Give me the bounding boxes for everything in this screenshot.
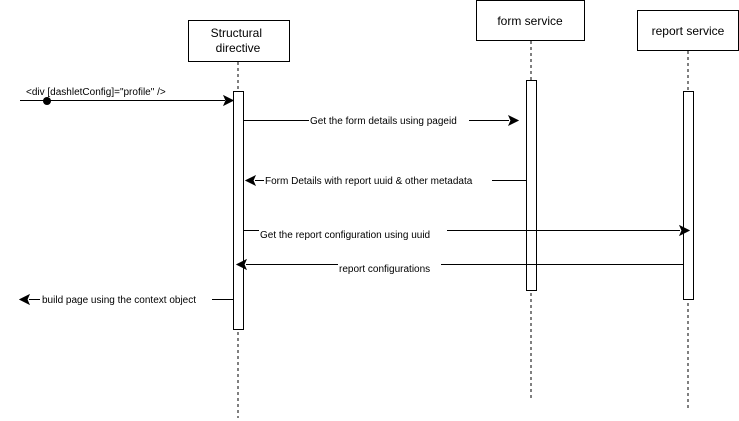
found-message-dot (43, 97, 51, 105)
arrow-head (18, 293, 31, 306)
message-label-background (309, 114, 469, 126)
message-label-background (338, 262, 441, 274)
activation-bar-form-service (526, 80, 537, 291)
arrow-head (244, 174, 257, 187)
message-label: <div [dashletConfig]="profile" /> (26, 87, 166, 98)
message-label: Form Details with report uuid & other me… (265, 176, 473, 187)
activation-bar-report-service (683, 91, 694, 300)
participant-box (476, 0, 585, 41)
message-build-page: build page using the context object (18, 293, 233, 306)
participant-label-line: directive (216, 41, 261, 55)
arrow-head (235, 258, 248, 271)
participant-report-service: report service (637, 10, 739, 51)
message-found-div-dashlet-config: <div [dashletConfig]="profile" /> (20, 87, 235, 107)
message-form-details-response: Form Details with report uuid & other me… (244, 174, 526, 187)
message-label-background (259, 228, 447, 240)
participant-label: report service (652, 24, 725, 38)
participant-label-line: Structural (211, 26, 262, 40)
participant-form-service: form service (476, 0, 585, 41)
message-label: report configurations (339, 264, 430, 275)
message-label-background (40, 293, 212, 305)
message-label: Get the report configuration using uuid (260, 230, 430, 241)
message-label: build page using the context object (42, 295, 196, 306)
participant-label: Structural directive (211, 26, 266, 55)
participant-label: form service (497, 14, 563, 28)
message-get-form-details: Get the form details using pageid (244, 114, 520, 127)
participant-box (188, 20, 290, 62)
message-get-report-configuration: Get the report configuration using uuid (244, 224, 691, 241)
arrow-head (222, 94, 235, 107)
arrow-head (678, 224, 691, 237)
arrow-head (507, 114, 520, 127)
message-label-background (264, 174, 492, 186)
participant-structural-directive: Structural directive (188, 20, 290, 62)
message-label: Get the form details using pageid (310, 116, 457, 127)
activation-bar-structural-directive (233, 91, 244, 330)
message-report-configurations-response: report configurations (235, 258, 683, 275)
